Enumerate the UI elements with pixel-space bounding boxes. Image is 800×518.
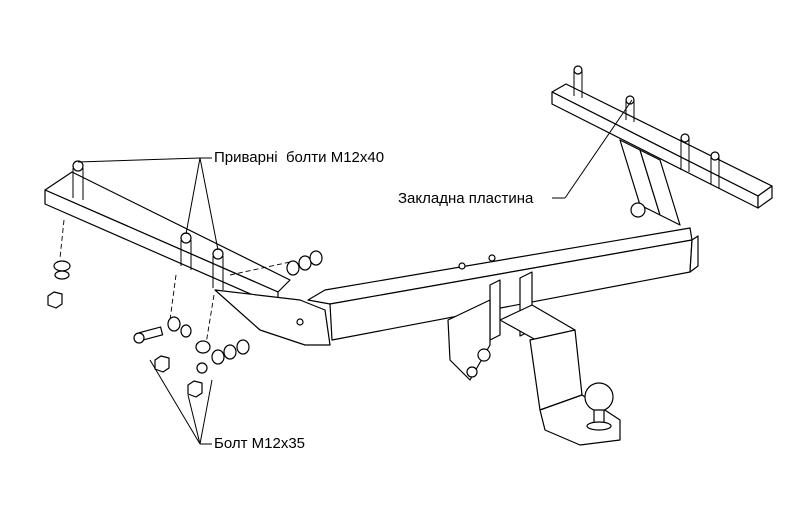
fasteners xyxy=(47,250,323,398)
embedded-plate-label: Закладна пластина xyxy=(398,190,534,207)
bolt-label: Болт М12х35 xyxy=(214,435,306,452)
hitch-ball-mount xyxy=(447,271,621,446)
welded-bolts-label: Приварні болти М12х40 xyxy=(214,149,385,166)
right-mounting-bracket xyxy=(551,65,773,226)
leader-lines xyxy=(77,99,633,445)
main-crossbar xyxy=(307,227,699,341)
left-mounting-bracket xyxy=(44,160,331,351)
